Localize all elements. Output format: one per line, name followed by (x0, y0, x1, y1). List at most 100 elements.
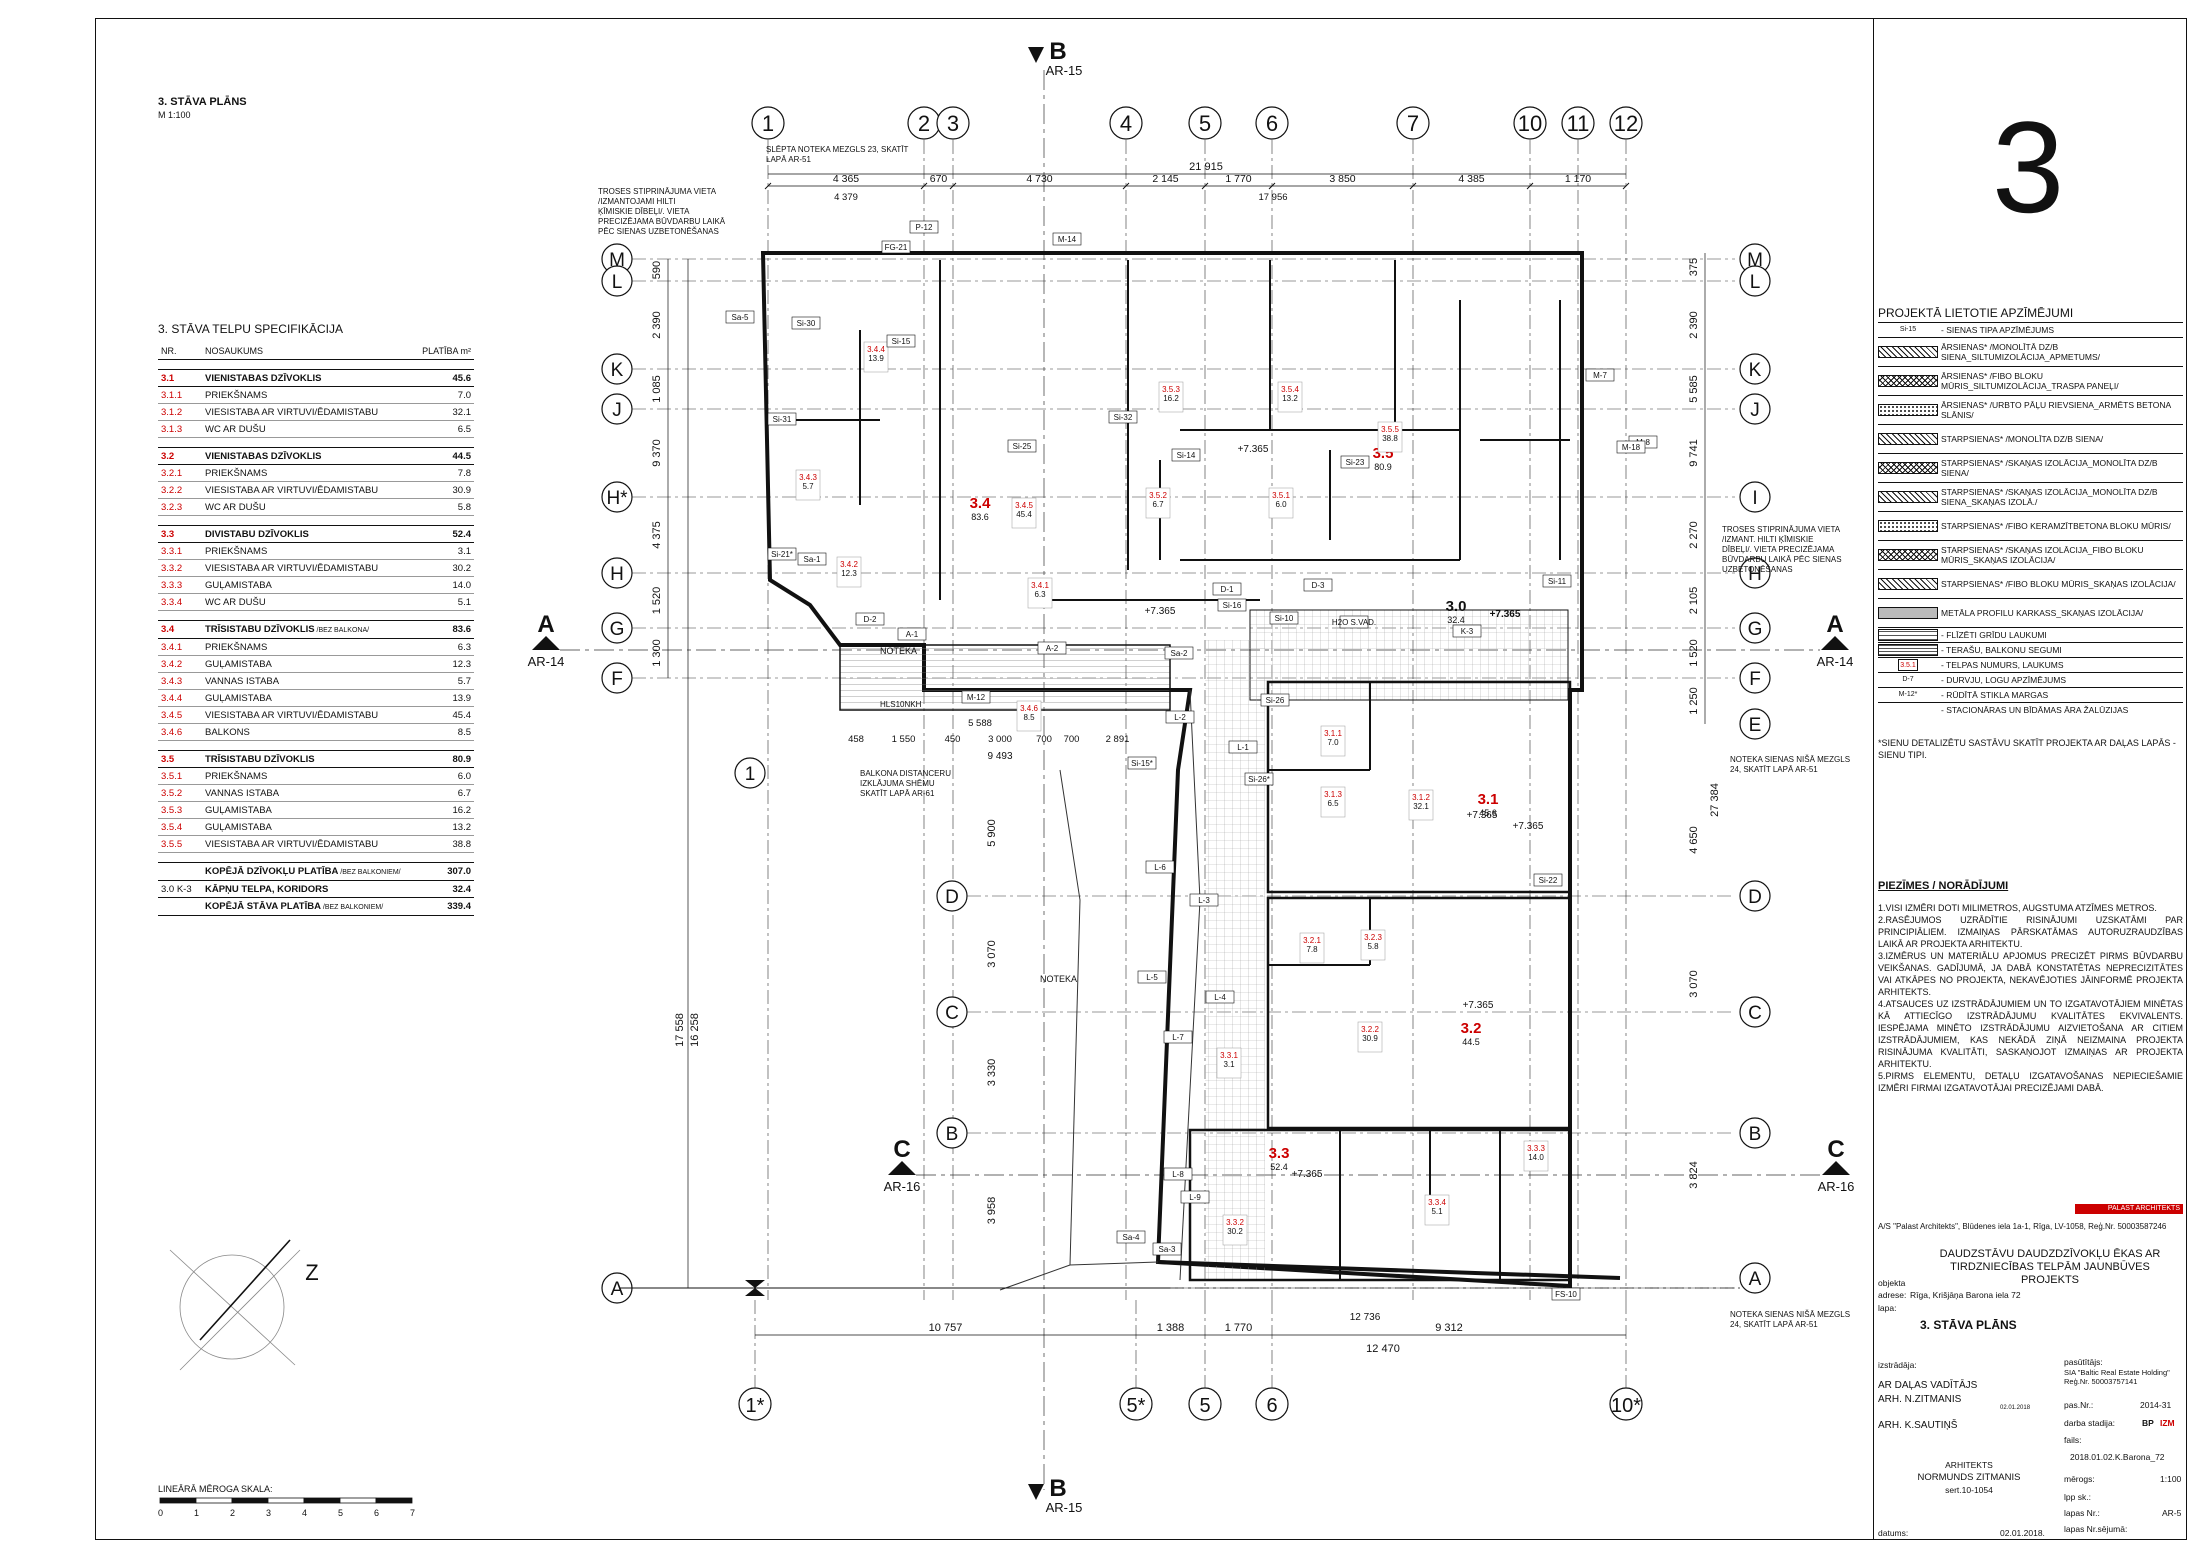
dim-left: 9 370 (651, 439, 663, 467)
address-label: adrese: (1878, 1290, 1907, 1300)
level-mark: +7.365 (1238, 444, 1269, 455)
section-label: C (1827, 1136, 1844, 1163)
spec-nr: 3.5.1 (158, 767, 202, 785)
wall-tag-box (1616, 440, 1646, 454)
wall-tag-box (1007, 439, 1037, 453)
dim-mid-right: 4 650 (1688, 826, 1700, 854)
legend-label: - SIENAS TIPA APZĪMĒJUMS (1941, 325, 2055, 335)
wall-tag-box (897, 627, 927, 641)
room-tag-number: 3.4.4 (867, 345, 885, 354)
legend-swatch (1878, 346, 1938, 358)
grid-bubble (1739, 353, 1771, 385)
spec-name: VIESISTABA AR VIRTUVI/ĒDAMISTABU (202, 481, 418, 499)
room-tag-area: 7.8 (1306, 945, 1318, 954)
room-tag-area: 5.7 (802, 482, 814, 491)
legend-label: STARPSIENAS* /FIBO BLOKU MŪRIS_SKAŅAS IZ… (1941, 579, 2176, 589)
note-niche-top: 24, SKATĪT LAPĀ AR-51 (1730, 765, 1818, 774)
architect-2: ARH. K.SAUTIŅŠ (1878, 1420, 1958, 1431)
legend-label: ĀRSIENAS* /URBTO PĀĻU RIEVSIENA_ARMĒTS B… (1941, 400, 2171, 420)
spec-area: 30.9 (418, 481, 474, 499)
spec-nr: 3.4.2 (158, 655, 202, 673)
spec-name: VIENISTABAS DZĪVOKLIS (202, 369, 418, 387)
legend-swatch (1878, 607, 1938, 619)
spec-nr: 3.1.2 (158, 403, 202, 421)
room-tag-number: 3.3.1 (1220, 1051, 1238, 1060)
room-tag-number: 3.3.2 (1226, 1218, 1244, 1227)
section-arrow (532, 636, 560, 650)
scale-segment (267, 1497, 305, 1504)
room-tag-area: 13.2 (1282, 394, 1298, 403)
room-area: 32.4 (1447, 615, 1465, 625)
section-label: B (1049, 1475, 1066, 1502)
wall-tag-box (1037, 641, 1067, 655)
wall-tag: Si-21* (771, 550, 793, 559)
sheet-title: 3. STĀVA PLĀNS (1920, 1318, 2017, 1332)
room-tag-box (1268, 487, 1294, 519)
grid-label-4: 4 (1120, 111, 1132, 136)
grid-bubble (1109, 106, 1143, 140)
wall-tag-box (1244, 772, 1274, 786)
wall-tag-box (1228, 740, 1258, 754)
spec-nr: 3.3 (158, 525, 202, 543)
wall-tag: M-14 (1058, 235, 1077, 244)
room-tag-box (1357, 1021, 1383, 1053)
room-tag-number: 3.5.5 (1381, 425, 1399, 434)
note-item: 3.IZMĒRUS UN MATERIĀLU APJOMUS PRECIZĒT … (1878, 951, 2183, 997)
project-title: DAUDZSTĀVU DAUDZDZĪVOKĻU ĒKAS AR TIRDZNI… (1939, 1248, 2161, 1286)
room-tag-area: 5.1 (1431, 1207, 1443, 1216)
wall-tag-box (1171, 448, 1201, 462)
wall-tag: L-3 (1198, 896, 1210, 905)
wall-tag: D-3 (1312, 581, 1325, 590)
spec-name: PRIEKŠNAMS (202, 464, 418, 482)
room-tag-area: 6.3 (1034, 590, 1046, 599)
stage-label: darba stadija: (2064, 1418, 2116, 1428)
scale-tick-label: 0 (158, 1508, 164, 1518)
spec-area: 6.5 (418, 420, 474, 438)
spec-nr: 3.4.5 (158, 706, 202, 724)
dim-bottom-sub: 12 736 (1350, 1312, 1381, 1323)
grid-bubble (1739, 880, 1771, 912)
spec-area: 45.6 (418, 369, 474, 387)
room-tag-number: 3.5.3 (1162, 385, 1180, 394)
wall-tag: P-12 (916, 223, 933, 232)
section-arrow (1028, 1484, 1044, 1500)
grid-label-12: 12 (1614, 111, 1638, 136)
wall-tag-box (909, 220, 939, 234)
scale-segment (303, 1497, 341, 1504)
room-tag-box (1299, 932, 1325, 964)
grid-bubble (1739, 612, 1771, 644)
wall-tag: Si-31 (773, 415, 792, 424)
dim-text: 4 365 (833, 173, 859, 185)
dim-left-overall: 16 258 (689, 1013, 701, 1047)
level-mark: +7.365 (1513, 821, 1544, 832)
section-label: B (1049, 38, 1066, 65)
spec-name: WC AR DUŠU (202, 420, 418, 438)
note-tros-right: BŪVDARBU LAIKĀ PĒC SIENAS (1722, 555, 1842, 564)
grid-label-A: A (1749, 1269, 1762, 1290)
grid-bubble (1739, 1117, 1771, 1149)
note-tros-left: ĶĪMISKIE DĪBEĻI/. VIETA (598, 207, 690, 216)
scale-segment (231, 1497, 269, 1504)
dim-balcony-sub: 5 588 (968, 718, 992, 729)
signature-date: 02.01.2018 (2000, 1405, 2031, 1411)
note-balcony: BALKONA DISTANCERU (860, 769, 951, 778)
spec-title: 3. STĀVA TELPU SPECIFIKĀCIJA (158, 322, 343, 336)
spec-area: 45.4 (418, 706, 474, 724)
room-tag-box (795, 469, 821, 501)
spec-name: GUĻAMISTABA (202, 689, 418, 707)
room-number: 3.2 (1461, 1020, 1482, 1037)
spec-nr: 3.3.1 (158, 542, 202, 560)
dim-text: 670 (930, 173, 948, 185)
dim-text: 4 730 (1026, 173, 1052, 185)
firm-address: A/S "Palast Architekts", Blūdenes iela 1… (1878, 1222, 2167, 1231)
address-value: Rīga, Krišjāņa Barona iela 72 (1910, 1290, 2021, 1300)
dim-mid-left: 3 070 (986, 940, 998, 968)
note-noteka-top: LAPĀ AR-51 (766, 155, 811, 164)
north-label: Z (305, 1260, 318, 1285)
spec-name: TRĪSISTABU DZĪVOKLIS /BEZ BALKONA/ (202, 620, 418, 639)
dim-text: 3 850 (1329, 173, 1355, 185)
grid-label-K: K (611, 360, 624, 381)
